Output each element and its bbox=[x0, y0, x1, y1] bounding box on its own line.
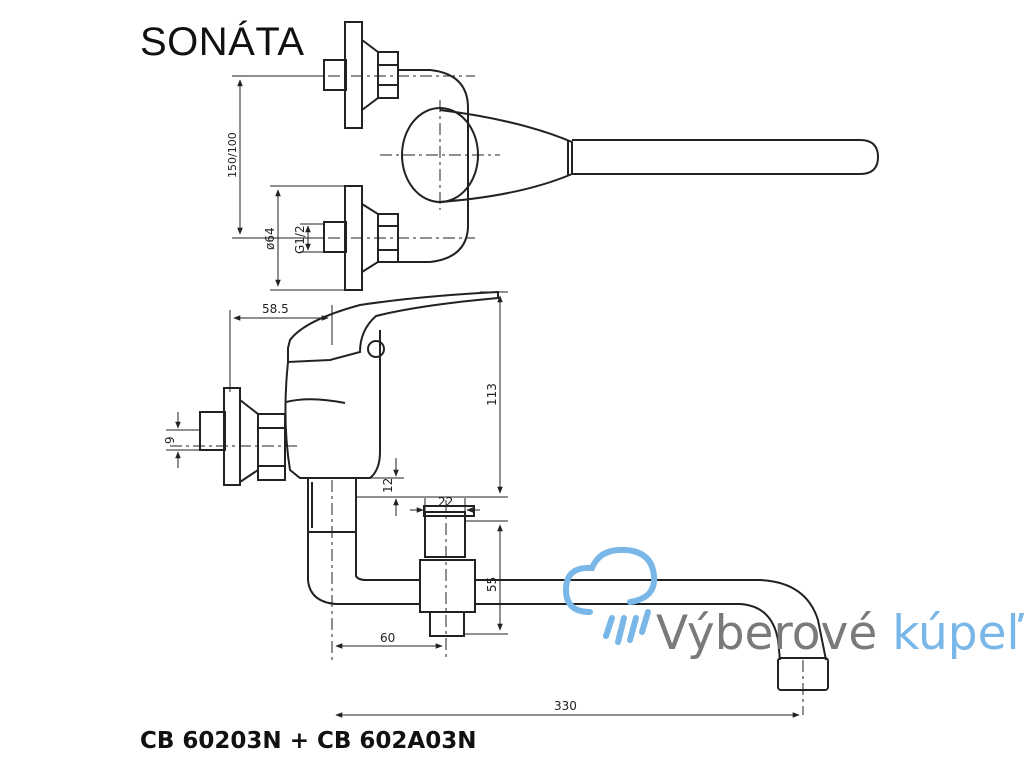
lower-rosette bbox=[344, 185, 363, 291]
side-nut bbox=[257, 413, 286, 481]
brand-word-2: kúpeľ bbox=[892, 606, 1024, 661]
dim-spacing: 150/100 bbox=[226, 132, 239, 178]
side-rosette bbox=[223, 387, 241, 486]
upper-nut bbox=[377, 51, 399, 99]
side-spout bbox=[307, 532, 420, 605]
dim-offset: 12 bbox=[381, 478, 395, 493]
upper-rosette bbox=[344, 21, 363, 129]
dim-depth: 58.5 bbox=[262, 302, 289, 316]
side-lever bbox=[287, 290, 499, 364]
brand-watermark: Výberové kúpeľ bbox=[656, 606, 1024, 661]
top-view bbox=[323, 21, 880, 291]
dim-nut: 9 bbox=[163, 436, 177, 444]
mixer-body-top bbox=[398, 69, 469, 263]
lever-handle bbox=[439, 109, 573, 203]
product-title: SONÁTA bbox=[140, 20, 305, 64]
shower-icon bbox=[562, 546, 658, 645]
dim-nozzle: 22 bbox=[438, 495, 453, 509]
dim-height: 113 bbox=[485, 383, 499, 406]
dim-diameter: ø64 bbox=[263, 227, 277, 250]
top-dimensions bbox=[232, 75, 345, 291]
dim-reach-long: 330 bbox=[554, 699, 577, 713]
dim-reach-short: 60 bbox=[380, 631, 395, 645]
side-body bbox=[284, 330, 381, 479]
side-dimensions bbox=[166, 291, 800, 718]
spout-top bbox=[572, 139, 880, 175]
brand-word-1: Výberové bbox=[656, 606, 878, 661]
dim-drop: 55 bbox=[485, 577, 499, 592]
product-codes: CB 60203N + CB 602A03N bbox=[140, 728, 477, 754]
dim-thread: G1/2 bbox=[293, 225, 307, 254]
